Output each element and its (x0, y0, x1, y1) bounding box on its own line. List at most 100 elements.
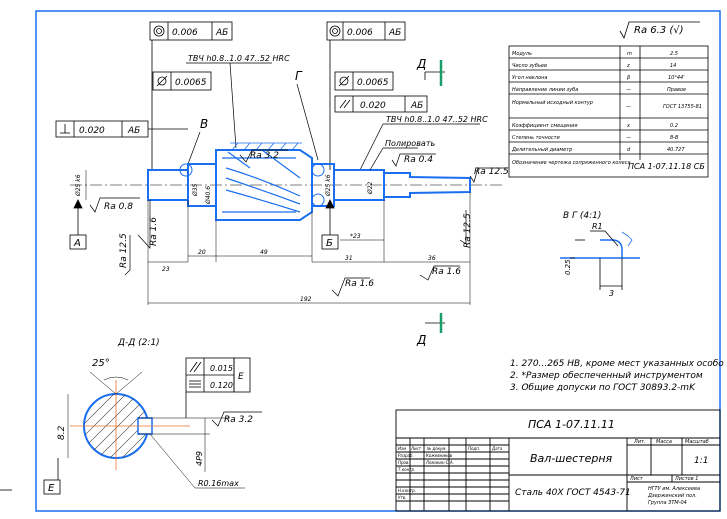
title-material: Сталь 40Х ГОСТ 4543-71 (515, 488, 631, 498)
fcf-cyl-right (334, 71, 394, 91)
param-name: Угол наклона (512, 75, 547, 81)
param-val: 40.727 (667, 147, 685, 153)
section-fcf-parallel: 0.015 (210, 364, 233, 373)
dim-d-right: Ø25 k6 (325, 174, 332, 197)
title-block (395, 409, 721, 512)
view-g-circle (311, 163, 325, 177)
param-name: Делительный диаметр (511, 147, 572, 153)
title-row-podp: Подп. (468, 446, 480, 451)
section-title: Д-Д (2:1) (117, 338, 160, 348)
param-table-text: Модуль m 2.5 Число зубьев z 14 Угол накл… (511, 51, 705, 171)
param-val: ГОСТ 13755-81 (663, 104, 702, 110)
title-razrab-name: Кожевников (426, 453, 453, 458)
param-name: Направление линии зуба (512, 87, 578, 93)
param-sym: x (626, 123, 630, 129)
polish-note: Полировать (385, 139, 435, 148)
sheet-frame (35, 10, 721, 512)
view-v-circle (179, 163, 193, 177)
dim-len-31: 31 (345, 255, 353, 262)
tech-req-3: 3. Общие допуски по ГОСТ 30893.2-mK (510, 383, 696, 393)
tech-req-2: 2. *Размер обеспеченный инструментом (510, 371, 703, 381)
linear-dimensions (147, 192, 471, 305)
param-val: 10°44' (668, 75, 685, 81)
fcf-runout-right-datum: АБ (388, 28, 401, 38)
title-part-name: Вал-шестерня (530, 452, 613, 465)
view-g-leader (296, 83, 319, 161)
dim-len-total: 192 (300, 296, 312, 303)
section-arrow-top: Д (416, 57, 445, 86)
param-val: Правое (667, 87, 686, 93)
title-doc-code-top: ПСА 1-07.11.11 (528, 418, 615, 431)
heat-left-text: ТВЧ h0.8..1.0 47..52 HRC (188, 54, 290, 63)
param-name: Обозначение чертежа сопряженного колеса (512, 160, 631, 166)
view-v-leader (187, 131, 201, 165)
dim-len-23b: *23 (350, 233, 361, 240)
fcf-runout-left (149, 21, 233, 170)
section-r-leader (149, 433, 196, 489)
title-row-izm: Изм (398, 446, 406, 451)
datum-b (321, 199, 339, 250)
title-n-kontr: Н.контр. (398, 488, 416, 493)
roughness-ra16-b: Ra 1.6 (345, 279, 374, 289)
param-val: 0.2 (670, 123, 678, 129)
title-org3: Группа ЗТМ-04 (648, 500, 687, 506)
heat-right-note (359, 123, 480, 171)
section-roughness (211, 411, 262, 427)
gear-teeth-hatch (222, 149, 301, 213)
param-sym: — (626, 135, 631, 141)
param-name: Степень точности (512, 135, 561, 141)
view-g-label: Г (295, 69, 303, 83)
section-label-top: Д (416, 57, 426, 71)
title-prov-name: Ломакин С.А. (425, 460, 454, 465)
title-prov: Пров. (398, 460, 410, 465)
roughness-ra04: Ra 0.4 (404, 155, 433, 165)
fcf-cyl-right-value: 0.0065 (357, 78, 389, 88)
dim-len-49: 49 (260, 249, 268, 256)
general-roughness-text: Ra 6.3 (√) (634, 25, 684, 36)
section-arrow-bottom: Д (416, 313, 445, 347)
detail-view (560, 230, 640, 290)
title-org: НГТУ им. Алексеева (648, 486, 700, 492)
title-t-kontr: Т.контр. (398, 467, 415, 472)
roughness-ra32: Ra 3.2 (250, 151, 279, 161)
fcf-cyl-left-value: 0.0065 (175, 78, 207, 88)
title-utv: Утв. (398, 495, 406, 500)
fcf-runout-left-value: 0.006 (172, 28, 198, 38)
title-org2: Дзержинский пол. (647, 493, 697, 499)
section-fcf-sym: 0.120 (210, 381, 233, 390)
datum-a-label: А (73, 238, 81, 249)
fcf-perp-left (55, 120, 188, 138)
param-name: Нормальный исходный контур (512, 100, 593, 106)
param-val: 14 (670, 63, 676, 69)
fcf-runout-right-value: 0.006 (347, 28, 373, 38)
param-name: Число зубьев (512, 63, 547, 69)
section-label-bottom: Д (416, 333, 426, 347)
param-sym: β (627, 75, 631, 81)
param-val: 2.5 (670, 51, 678, 57)
title-razrab: Разраб. (398, 453, 414, 458)
detail-3: 3 (609, 289, 614, 298)
fcf-cyl-left (152, 71, 212, 91)
dim-d-left: Ø25 k6 (75, 174, 82, 197)
dim-len-23: 23 (162, 266, 170, 273)
param-name: Коэффициент смещения (512, 123, 578, 129)
param-val-mating: ПСА 1-07.11.18 СБ (628, 162, 705, 171)
detail-title: В Г (4:1) (563, 211, 601, 221)
view-v-label: В (200, 117, 208, 131)
roughness-ra125-b: Ra 12.5 (474, 167, 509, 177)
param-sym: d (627, 147, 631, 153)
fcf-perp-left-value: 0.020 (79, 126, 105, 136)
section-r: R0.16max (198, 479, 239, 488)
section-fcf-datum: Е (238, 372, 244, 382)
param-sym: z (626, 63, 630, 69)
datum-e (43, 458, 61, 495)
datum-b-label: Б (326, 238, 333, 249)
roughness-marks (89, 149, 508, 297)
param-val: 8-B (670, 135, 679, 141)
fcf-runout-right (326, 21, 406, 170)
title-sheet: Лист (629, 476, 644, 482)
title-sheets: Листов 1 (674, 476, 698, 482)
gear-hatch-top (230, 142, 302, 151)
fcf-parallel-right-value: 0.020 (360, 101, 386, 111)
